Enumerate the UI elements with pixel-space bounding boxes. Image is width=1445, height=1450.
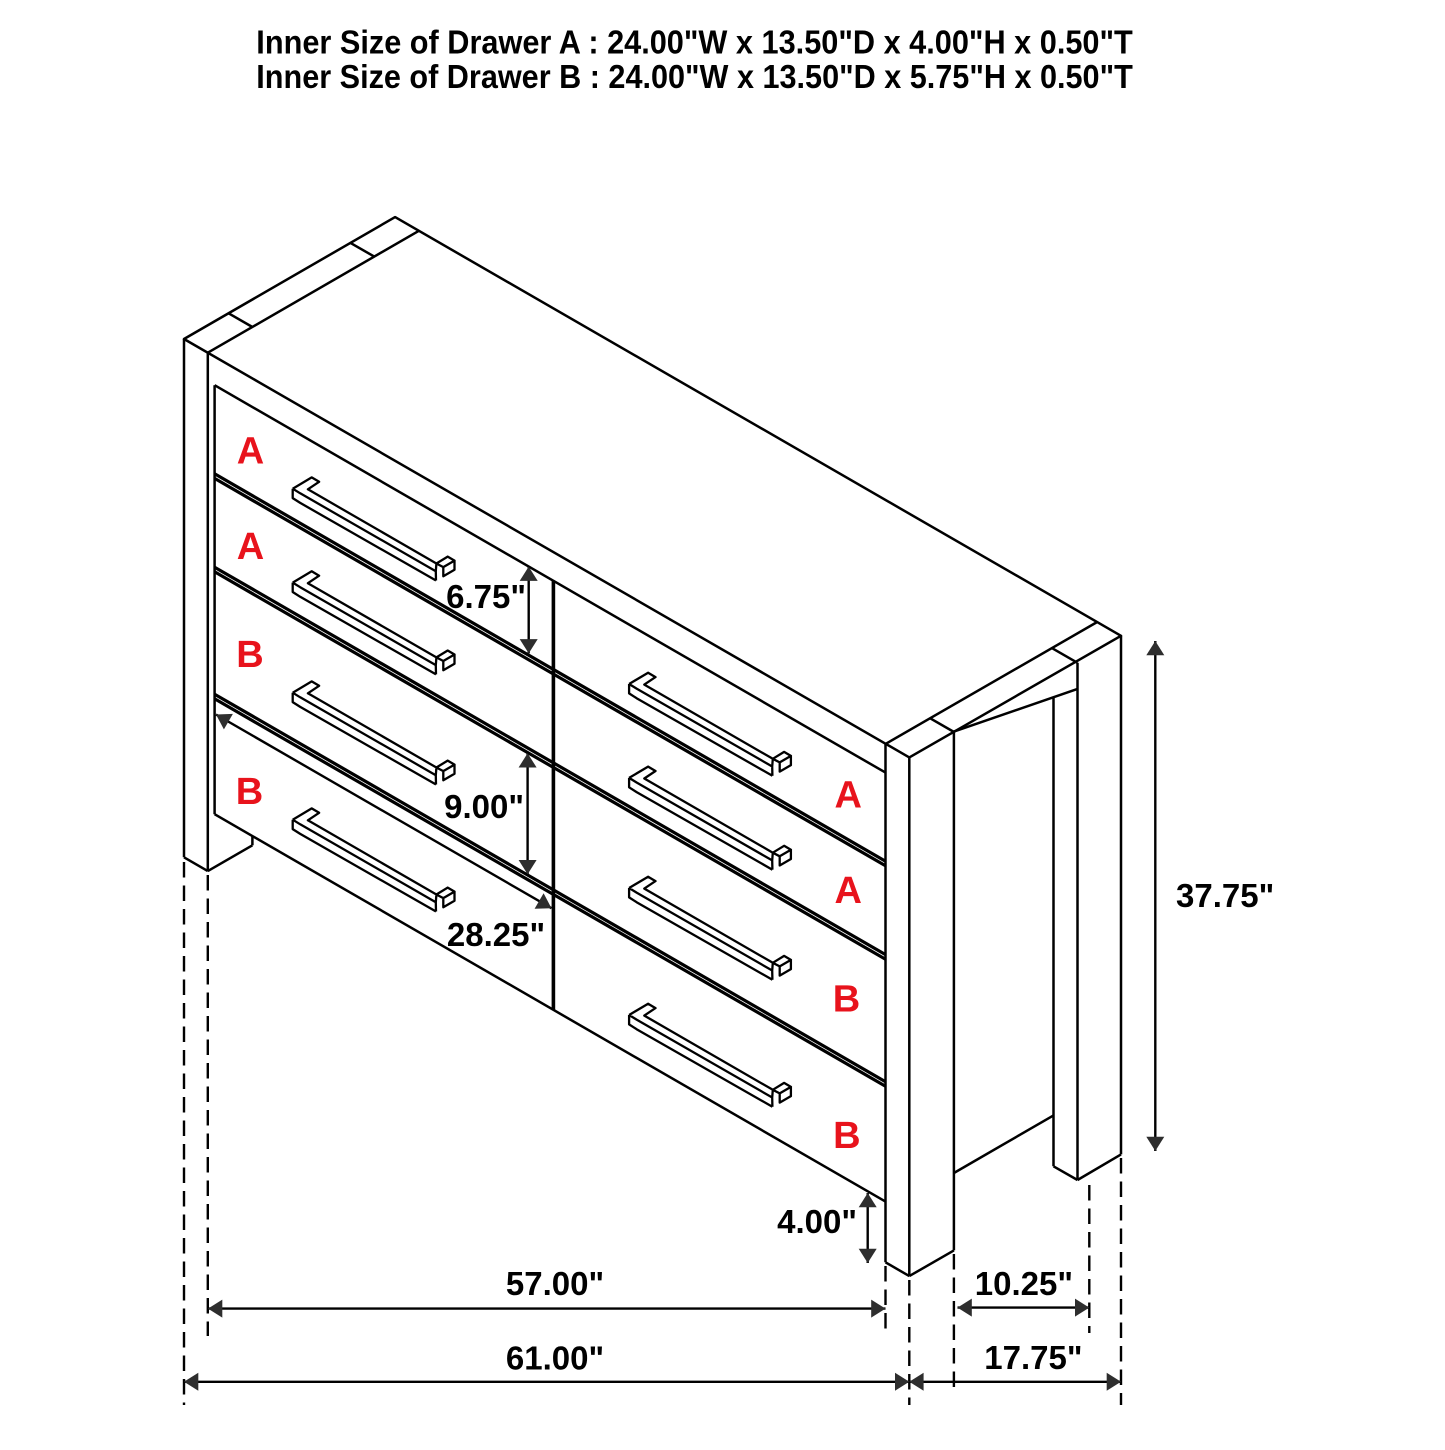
svg-text:A: A xyxy=(834,775,861,817)
svg-text:Inner Size of Drawer A : 24.00: Inner Size of Drawer A : 24.00"W x 13.50… xyxy=(256,23,1133,60)
svg-text:9.00": 9.00" xyxy=(444,788,524,825)
svg-text:B: B xyxy=(833,1115,860,1157)
svg-text:4.00": 4.00" xyxy=(777,1203,857,1240)
svg-text:Inner Size of Drawer B : 24.00: Inner Size of Drawer B : 24.00"W x 13.50… xyxy=(256,58,1133,95)
svg-text:61.00": 61.00" xyxy=(506,1340,604,1377)
svg-text:17.75": 17.75" xyxy=(984,1339,1082,1376)
svg-text:A: A xyxy=(237,431,264,473)
svg-text:10.25": 10.25" xyxy=(975,1265,1073,1302)
svg-text:B: B xyxy=(833,979,860,1021)
svg-text:28.25": 28.25" xyxy=(447,916,545,953)
svg-text:57.00": 57.00" xyxy=(506,1265,604,1302)
svg-text:B: B xyxy=(236,634,263,676)
svg-text:A: A xyxy=(237,526,264,568)
svg-text:B: B xyxy=(236,771,263,813)
svg-text:6.75": 6.75" xyxy=(446,578,526,615)
svg-text:A: A xyxy=(834,870,861,912)
svg-text:37.75": 37.75" xyxy=(1176,877,1274,914)
